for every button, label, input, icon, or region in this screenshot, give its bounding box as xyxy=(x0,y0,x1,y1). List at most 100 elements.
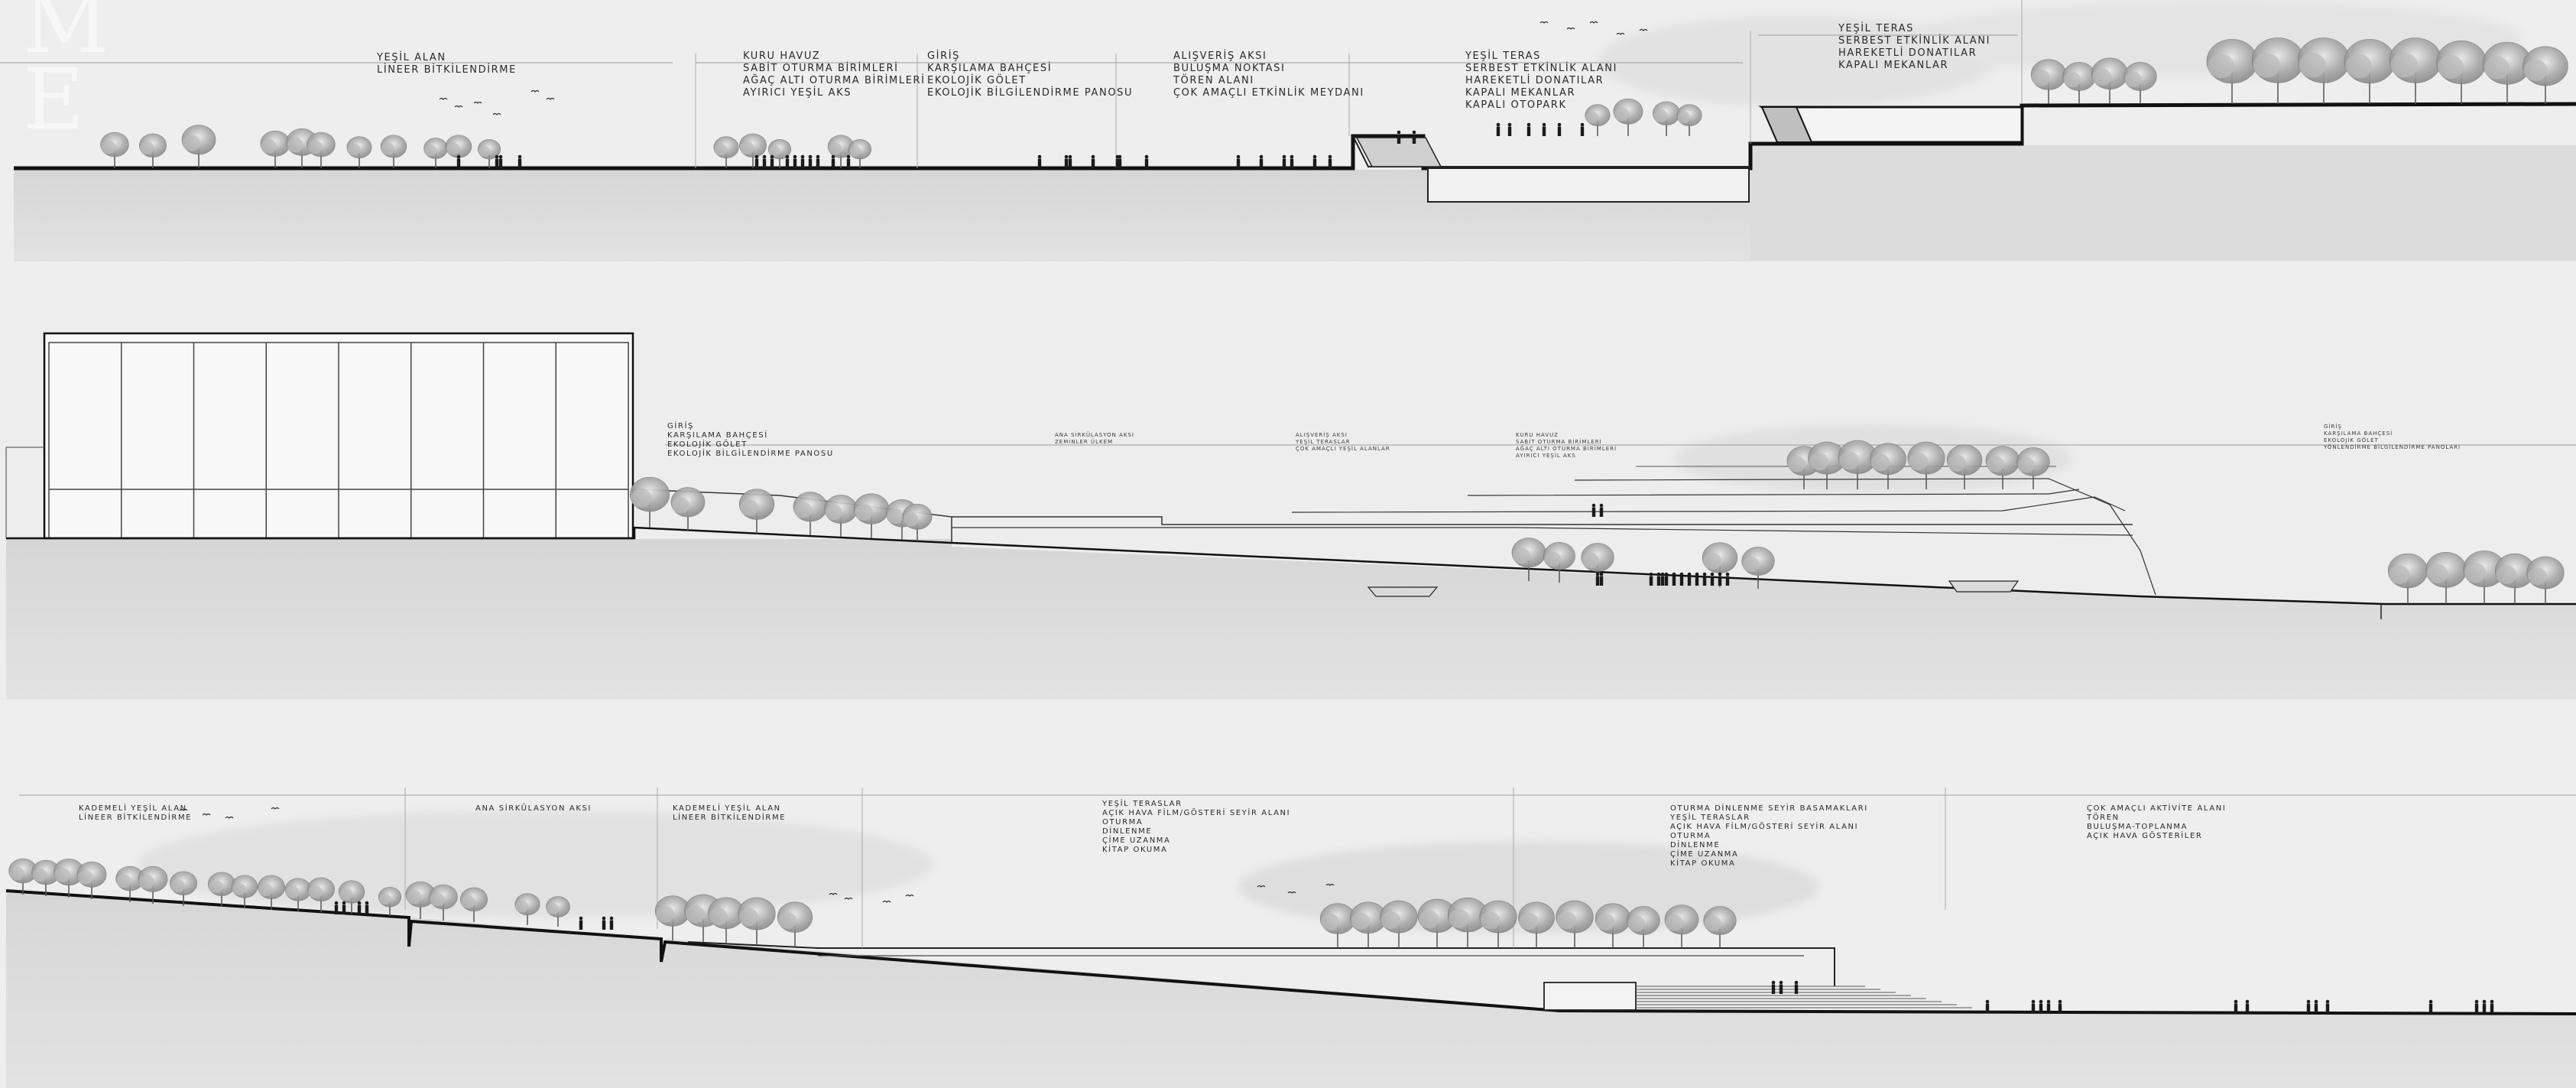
tree xyxy=(824,495,858,537)
person-body xyxy=(1259,158,1264,168)
tree-canopy-detail xyxy=(378,893,391,905)
s3-label-oturma: OTURMA DİNLENME SEYİR BASAMAKLARI YEŞİL … xyxy=(1670,804,1868,868)
tree xyxy=(338,880,365,914)
person-head xyxy=(846,154,851,159)
tree xyxy=(1664,905,1699,948)
person-silhouette xyxy=(1068,154,1072,168)
tree xyxy=(670,487,706,531)
person-head xyxy=(602,916,606,921)
tree-canopy-detail xyxy=(116,874,131,888)
person-silhouette xyxy=(808,154,813,168)
person-head xyxy=(357,901,362,905)
tree-canopy-detail xyxy=(2484,56,2509,80)
tree xyxy=(380,135,407,168)
person-silhouette xyxy=(785,154,790,168)
person-body xyxy=(1397,134,1401,144)
s2-ground-fill xyxy=(6,539,2576,700)
person-silhouette xyxy=(579,916,583,930)
tree xyxy=(1380,900,1418,948)
tree xyxy=(8,858,37,895)
person-head xyxy=(1328,154,1332,159)
person-head xyxy=(1412,130,1416,135)
tree-canopy-detail xyxy=(1677,112,1691,124)
tree-canopy-detail xyxy=(9,866,24,881)
tree-canopy-detail xyxy=(671,497,689,514)
person-head xyxy=(2039,999,2043,1004)
person-head xyxy=(609,916,614,921)
person-silhouette xyxy=(1710,572,1715,586)
person-head xyxy=(2245,999,2250,1004)
person-silhouette xyxy=(1507,122,1512,136)
tree-canopy-detail xyxy=(887,508,904,525)
bird xyxy=(1539,21,1549,24)
tree xyxy=(767,139,792,168)
section-1-group xyxy=(0,0,2576,261)
person-body xyxy=(800,158,805,168)
tree-canopy-detail xyxy=(685,905,706,924)
person-silhouette xyxy=(1542,122,1546,136)
person-head xyxy=(2428,999,2433,1004)
person-body xyxy=(2058,1003,2062,1013)
s3-trees xyxy=(8,858,1737,948)
person-head xyxy=(1591,503,1596,508)
s1-label-alisveris: ALIŞVERİŞ AKSI BULUŞMA NOKTASI TÖREN ALA… xyxy=(1173,50,1364,99)
person-silhouette xyxy=(1725,572,1730,586)
tree xyxy=(208,872,235,907)
tree-canopy-detail xyxy=(1948,454,1966,472)
tree xyxy=(902,503,933,541)
person-head xyxy=(1599,572,1604,576)
tree-canopy-detail xyxy=(631,489,652,508)
tree xyxy=(739,133,767,168)
person-head xyxy=(365,901,369,905)
s1-label-yesil-alan: YEŞİL ALAN LİNEER BİTKİLENDİRME xyxy=(377,52,517,76)
s1-bg-foliage xyxy=(1598,15,1995,107)
s1-label-giris: GİRİŞ KARŞILAMA BAHÇESİ EKOLOJİK GÖLET E… xyxy=(927,50,1134,99)
person-head xyxy=(2234,999,2238,1004)
person-head xyxy=(1091,154,1095,159)
s1-parking-box xyxy=(1352,135,1750,167)
tree xyxy=(307,132,336,168)
person-body xyxy=(1290,158,1294,168)
person-body xyxy=(1037,158,1042,168)
tree-canopy-detail xyxy=(1839,451,1860,470)
person-silhouette xyxy=(2046,999,2051,1013)
person-body xyxy=(1679,576,1684,586)
person-body xyxy=(1779,984,1783,994)
tree xyxy=(1479,900,1517,948)
tree-canopy-detail xyxy=(547,903,560,915)
person-silhouette xyxy=(609,916,614,930)
person-silhouette xyxy=(754,154,759,168)
person-silhouette xyxy=(1557,122,1562,136)
person-head xyxy=(2031,999,2036,1004)
person-head xyxy=(1580,122,1585,127)
person-head xyxy=(1672,572,1676,576)
person-body xyxy=(1557,126,1562,136)
tree-canopy-detail xyxy=(1614,107,1630,122)
tree-canopy-detail xyxy=(2253,53,2280,78)
person-head xyxy=(1725,572,1730,576)
tree-canopy-detail xyxy=(1380,911,1401,930)
person-silhouette xyxy=(1496,122,1501,136)
tree-canopy-detail xyxy=(1321,913,1339,930)
bird xyxy=(1616,32,1625,35)
person-silhouette xyxy=(793,154,797,168)
tree-canopy-detail xyxy=(855,503,873,521)
person-head xyxy=(1679,572,1684,576)
person-body xyxy=(357,905,362,914)
person-body xyxy=(342,905,346,914)
s2-trees xyxy=(629,440,2565,604)
person-head xyxy=(770,154,774,159)
person-body xyxy=(1091,158,1095,168)
tree-canopy-detail xyxy=(738,908,759,927)
person-head xyxy=(1695,572,1699,576)
tree xyxy=(181,125,216,168)
s2-pool-2 xyxy=(1948,580,2020,593)
tree xyxy=(258,875,285,910)
person-body xyxy=(498,158,503,168)
tree xyxy=(514,893,540,925)
person-body xyxy=(1507,126,1512,136)
tree-canopy-detail xyxy=(77,870,93,885)
person-body xyxy=(1664,576,1669,586)
person-head xyxy=(2482,999,2487,1004)
